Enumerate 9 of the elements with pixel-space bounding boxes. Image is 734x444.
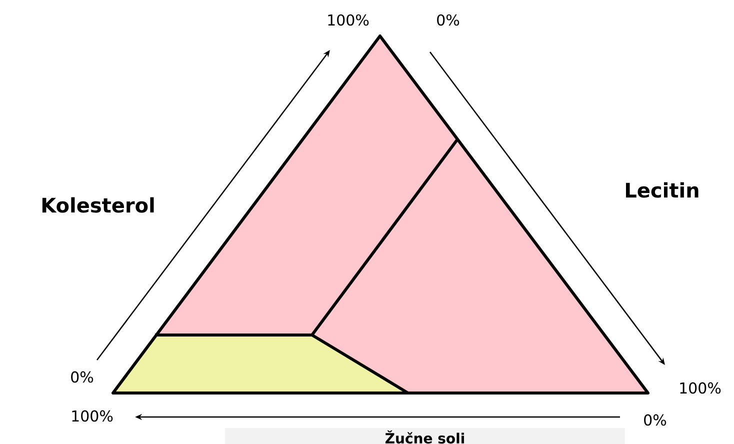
axis-title: Kolesterol [42,197,154,213]
percent-label: 0% [71,371,94,383]
axis-title: Žučne soli [225,428,625,444]
percent-label: 0% [644,414,666,426]
axis-title: Lecitin [626,182,698,198]
percent-label: 100% [328,14,369,26]
percent-label: 100% [680,382,721,394]
percent-label: 0% [437,14,460,26]
percent-label: 100% [72,410,113,422]
